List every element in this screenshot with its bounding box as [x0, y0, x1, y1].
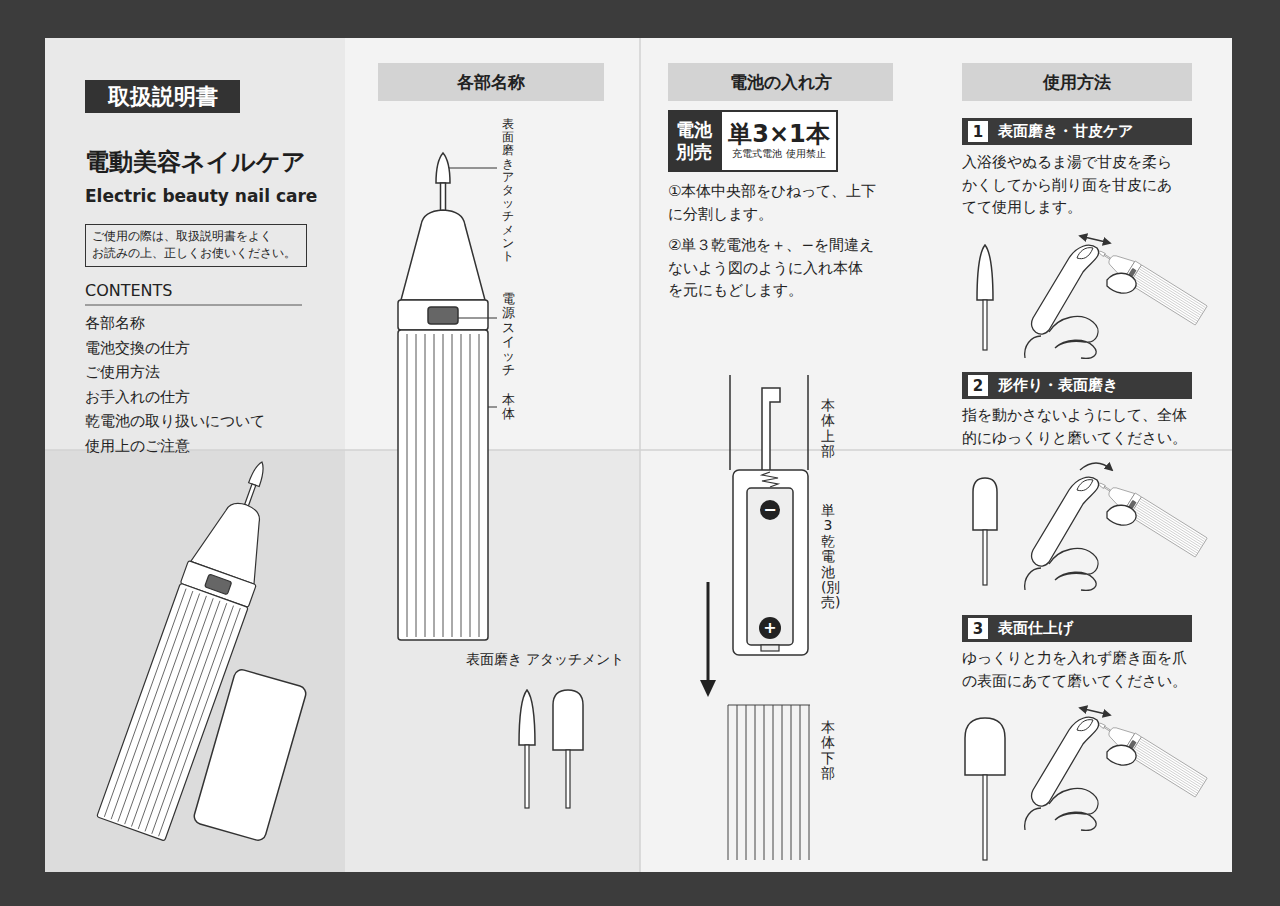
part-name: 表面磨き アタッチメント: [502, 118, 514, 263]
paper-shade: [45, 450, 345, 872]
box-text: 電池の入れ方: [730, 71, 832, 94]
battery-tip: [761, 645, 779, 651]
battery-spec-box: 単3×1本充電式電池 使用禁止: [720, 110, 838, 172]
box-text: 使用方法: [1043, 71, 1111, 94]
step-text: 入浴後やぬるま湯で甘皮を柔ら かくしてから削り面を甘皮にあ てて使用します。: [962, 151, 1196, 219]
step-number-box: 3: [968, 618, 988, 639]
attachment-shaft: [566, 750, 570, 808]
paper-shade: [45, 38, 345, 450]
motion-arrow: [1080, 708, 1110, 715]
box-text: 1: [973, 123, 983, 141]
box-text: 電池 別売: [672, 119, 716, 162]
direction-arrowhead: [700, 680, 716, 697]
contents-item: お手入れの仕方: [85, 388, 190, 407]
section-band: 使用方法: [962, 63, 1192, 101]
upper-body: [730, 375, 808, 470]
barrel-attachment: [973, 478, 997, 530]
contents-rule: [85, 305, 302, 306]
step-band: 表面磨き・甘皮ケア 1: [962, 118, 1192, 145]
instruction-text: ②単３乾電池を＋、−を間違え ないよう図のように入れ本体 を元にもどします。: [668, 234, 902, 302]
box-text: 表面仕上げ: [998, 619, 1073, 638]
attachment-shaft: [983, 775, 987, 860]
lower-body: [728, 705, 810, 860]
part-name: 本体下部: [821, 720, 835, 782]
instruction-text: ①本体中央部をひねって、上下 に分割します。: [668, 180, 902, 225]
barrel-attachment: [553, 690, 583, 750]
step-text: 指を動かさないようにして、全体 的にゆっくりと磨いてください。: [962, 404, 1196, 449]
fold-line: [45, 38, 1232, 872]
battery: [747, 488, 793, 645]
contents-item: 電池交換の仕方: [85, 339, 190, 358]
box-text: 各部名称: [457, 71, 525, 94]
step-band: 表面仕上げ 3: [962, 615, 1192, 642]
box-text: 2: [973, 377, 983, 395]
contents-heading: CONTENTS: [85, 281, 173, 300]
hand-illustration: [1025, 713, 1208, 830]
contents-item: 乾電池の取り扱いについて: [85, 412, 265, 431]
attachment-shaft: [983, 300, 987, 350]
part-name: 本体上部: [821, 398, 835, 460]
polarity-sign: −: [760, 500, 780, 520]
leader-line: [449, 168, 497, 407]
hand-illustration: [1025, 241, 1208, 358]
paper-shade: [345, 450, 640, 872]
hand-illustration: [1025, 473, 1208, 590]
cone-attachment: [519, 690, 535, 745]
box-text: 表面磨き・甘皮ケア: [998, 122, 1133, 141]
battery-compartment: [733, 470, 808, 655]
battery-note-box: 電池 別売: [668, 110, 720, 172]
device: [398, 153, 488, 640]
attachment-shaft: [983, 530, 987, 585]
plus-terminal: [759, 617, 781, 639]
barrel-attachment: [965, 718, 1005, 775]
part-name: 電源スイッチ: [502, 292, 515, 378]
part-name: 表面磨き アタッチメント: [465, 650, 625, 668]
spring: [762, 472, 778, 487]
terminal-hook: [762, 388, 780, 470]
direction-arrow: [707, 582, 710, 682]
step-number-box: 1: [968, 121, 988, 142]
attachment-shaft: [525, 745, 529, 808]
step-band: 形作り・表面磨き 2: [962, 372, 1192, 399]
section-band: 各部名称: [378, 63, 604, 101]
cone-attachment: [977, 245, 993, 300]
contents-item: ご使用方法: [85, 363, 160, 382]
minus-terminal: [760, 500, 780, 520]
paper: [45, 38, 1232, 872]
step-number-box: 2: [968, 375, 988, 396]
motion-arrow: [1080, 236, 1110, 243]
box-text: 充電式電池 使用禁止: [732, 148, 825, 161]
device-cap: [192, 668, 307, 842]
contents-item: 各部名称: [85, 314, 145, 333]
section-band: 電池の入れ方: [668, 63, 893, 101]
polarity-sign: +: [760, 618, 780, 638]
notice-box: ご使用の際は、取扱説明書をよく お読みの上、正しくお使いください。: [85, 224, 307, 267]
box-text: 3: [973, 620, 983, 638]
contents-item: 使用上のご注意: [85, 437, 190, 456]
title-text: 電動美容ネイルケア: [85, 146, 306, 178]
heading-box: 取扱説明書: [85, 80, 240, 113]
motion-arrow: [1080, 463, 1112, 470]
box-text: ご使用の際は、取扱説明書をよく お読みの上、正しくお使いください。: [92, 228, 300, 263]
english-name: Electric beauty nail care: [85, 186, 317, 206]
part-name: 単3乾電池(別売): [821, 503, 835, 611]
box-text: 形作り・表面磨き: [998, 376, 1118, 395]
box-text: 単3×1本: [728, 121, 830, 149]
part-name: 本体: [502, 393, 515, 422]
step-text: ゆっくりと力を入れず磨き面を爪 の表面にあてて磨いてください。: [962, 647, 1196, 692]
box-text: 取扱説明書: [108, 82, 218, 112]
